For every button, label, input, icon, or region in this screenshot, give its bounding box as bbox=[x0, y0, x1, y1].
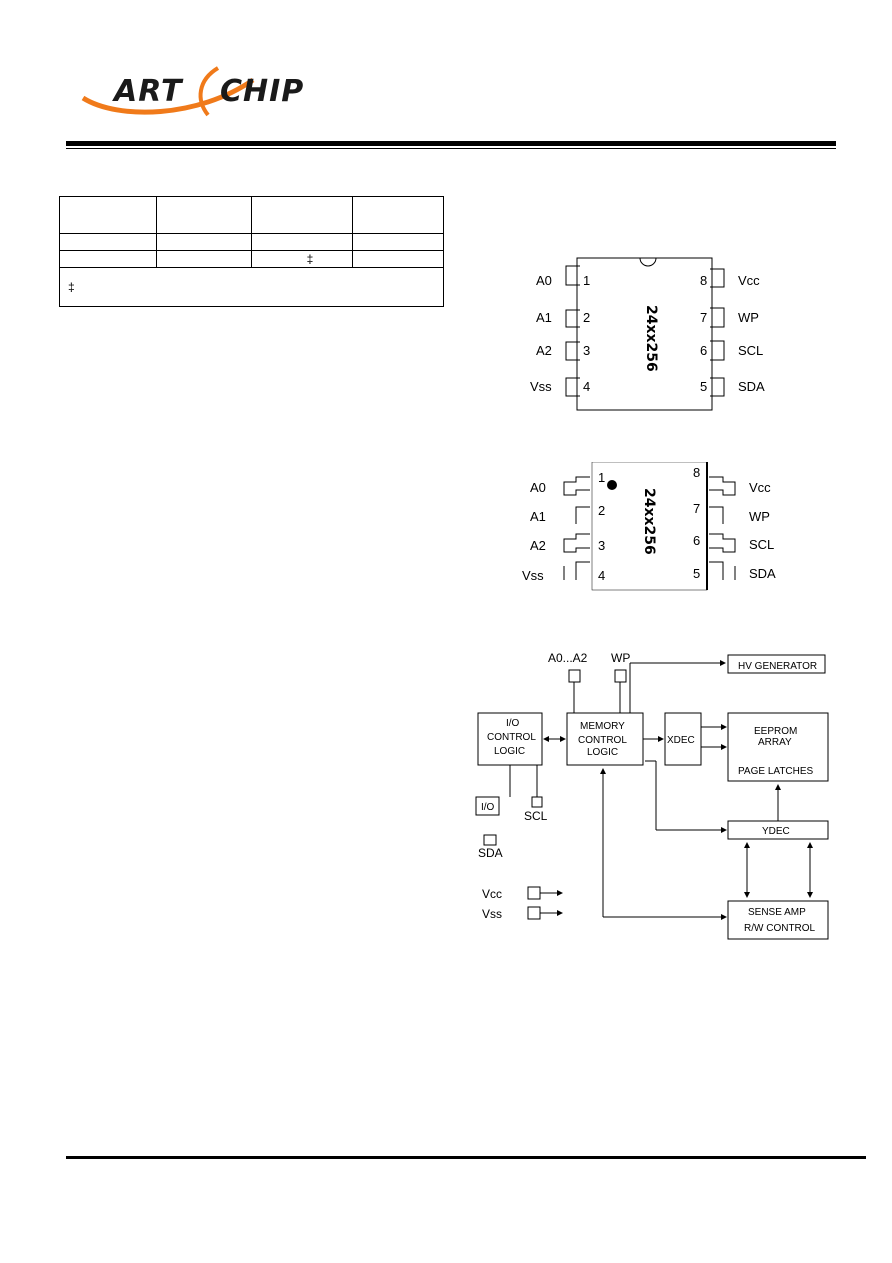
pdip-pinout-diagram: A0 1 A1 2 A2 3 Vss 4 8 Vcc 7 WP 6 SCL 5 … bbox=[520, 255, 780, 415]
header-rule bbox=[66, 141, 836, 146]
sense-amp-line1: SENSE AMP bbox=[748, 907, 806, 918]
io-control-line2: CONTROL bbox=[487, 732, 536, 743]
table-footnote-row: ‡ bbox=[59, 267, 444, 307]
table-cell: ‡ bbox=[251, 250, 353, 268]
eeprom-array-line1: EEPROM bbox=[754, 726, 797, 737]
pdip-pin-8-number: 8 bbox=[700, 273, 708, 288]
pdip-pin-4-number: 4 bbox=[583, 379, 591, 394]
pdip-pin-vss-label: Vss bbox=[530, 379, 552, 394]
table-cell bbox=[352, 233, 444, 251]
page-latches-label: PAGE LATCHES bbox=[738, 766, 814, 777]
io-control-line3: LOGIC bbox=[494, 746, 525, 757]
table-cell bbox=[251, 233, 353, 251]
table-cell bbox=[352, 250, 444, 268]
pdip-pin-a0-label: A0 bbox=[536, 273, 552, 288]
ordering-table: ‡ ‡ bbox=[59, 196, 444, 307]
pdip-pin-2-number: 2 bbox=[583, 310, 591, 325]
block-diagram: A0...A2 WP HV GENERATOR I/O CONTROL LOGI… bbox=[475, 651, 829, 940]
soic-pin-a2-label: A2 bbox=[530, 538, 546, 553]
soic-pin-sda-label: SDA bbox=[749, 566, 776, 581]
pdip-pin-3-number: 3 bbox=[583, 343, 591, 358]
footnote-dagger: ‡ bbox=[68, 280, 75, 294]
soic-pin-3-number: 3 bbox=[598, 538, 606, 553]
io-control-line1: I/O bbox=[506, 718, 520, 729]
vcc-label: Vcc bbox=[482, 887, 502, 901]
soic-package-outline bbox=[563, 462, 736, 591]
eeprom-array-block bbox=[727, 712, 829, 782]
pdip-pin-7-number: 7 bbox=[700, 310, 708, 325]
table-cell bbox=[59, 196, 157, 234]
pdip-pin-scl-label: SCL bbox=[738, 343, 764, 358]
soic-pin-2-number: 2 bbox=[598, 503, 606, 518]
soic-pin-a1-label: A1 bbox=[530, 509, 546, 524]
footer-rule bbox=[66, 1156, 866, 1159]
soic-pin-6-number: 6 bbox=[693, 533, 701, 548]
table-cell bbox=[156, 250, 252, 268]
logo-text-right: CHIP bbox=[220, 74, 305, 109]
table-cell bbox=[59, 250, 157, 268]
memory-control-line2: CONTROL bbox=[578, 735, 627, 746]
xdec-label: XDEC bbox=[667, 735, 695, 746]
table-cell bbox=[352, 196, 444, 234]
dagger-mark: ‡ bbox=[306, 252, 314, 266]
table-cell bbox=[59, 233, 157, 251]
logo-text-left: ART bbox=[114, 74, 183, 109]
artschip-logo: ART CHIP bbox=[78, 60, 328, 130]
pdip-pin-6-number: 6 bbox=[700, 343, 708, 358]
soic-pin-scl-label: SCL bbox=[749, 537, 775, 552]
soic-pin-4-number: 4 bbox=[598, 568, 606, 583]
soic-pin-vcc-label: Vcc bbox=[749, 480, 771, 495]
hv-generator-label: HV GENERATOR bbox=[738, 661, 817, 672]
table-cell bbox=[156, 196, 252, 234]
pdip-pin-a1-label: A1 bbox=[536, 310, 552, 325]
vss-label: Vss bbox=[482, 907, 502, 921]
wp-label: WP bbox=[611, 651, 630, 665]
a0-a2-pin bbox=[568, 669, 581, 683]
vcc-pin bbox=[527, 886, 541, 900]
sda-pin bbox=[483, 834, 497, 846]
header-rule-thin bbox=[66, 148, 836, 149]
sda-label: SDA bbox=[478, 846, 503, 860]
soic-pin-5-number: 5 bbox=[693, 566, 701, 581]
vss-pin bbox=[527, 906, 541, 920]
soic-pinout-diagram: A0 1 A1 2 A2 3 Vss 4 8 Vcc 7 WP 6 SCL 5 … bbox=[520, 462, 790, 592]
pdip-pin-vcc-label: Vcc bbox=[738, 273, 760, 288]
ydec-label: YDEC bbox=[762, 826, 790, 837]
soic-pin-wp-label: WP bbox=[749, 509, 770, 524]
pdip-pin-sda-label: SDA bbox=[738, 379, 765, 394]
pdip-chip-name: 24xx256 bbox=[643, 305, 659, 372]
memory-control-line3: LOGIC bbox=[587, 747, 618, 758]
scl-label: SCL bbox=[524, 809, 548, 823]
table-cell bbox=[156, 233, 252, 251]
soic-pin-7-number: 7 bbox=[693, 501, 701, 516]
pdip-pin-a2-label: A2 bbox=[536, 343, 552, 358]
logo-swoosh bbox=[81, 66, 255, 117]
memory-control-line1: MEMORY bbox=[580, 721, 625, 732]
soic-pin-8-number: 8 bbox=[693, 465, 701, 480]
a0-a2-label: A0...A2 bbox=[548, 651, 588, 665]
sense-amp-block bbox=[727, 900, 829, 940]
pdip-pin-5-number: 5 bbox=[700, 379, 708, 394]
pdip-pin-wp-label: WP bbox=[738, 310, 759, 325]
eeprom-array-line2: ARRAY bbox=[758, 737, 792, 748]
soic-pin-vss-label: Vss bbox=[522, 568, 544, 583]
scl-pin bbox=[531, 796, 543, 808]
soic-pin-1-number: 1 bbox=[598, 470, 606, 485]
xdec-block bbox=[664, 712, 702, 766]
pdip-package-outline bbox=[565, 257, 725, 411]
io-pin-label: I/O bbox=[481, 802, 495, 813]
soic-pin-a0-label: A0 bbox=[530, 480, 546, 495]
hv-generator-block bbox=[727, 654, 826, 674]
soic-chip-name: 24xx256 bbox=[641, 488, 657, 555]
sense-amp-line2: R/W CONTROL bbox=[744, 923, 816, 934]
wp-pin bbox=[614, 669, 627, 683]
io-pin-box bbox=[475, 796, 500, 816]
table-cell bbox=[251, 196, 353, 234]
pdip-pin-1-number: 1 bbox=[583, 273, 591, 288]
